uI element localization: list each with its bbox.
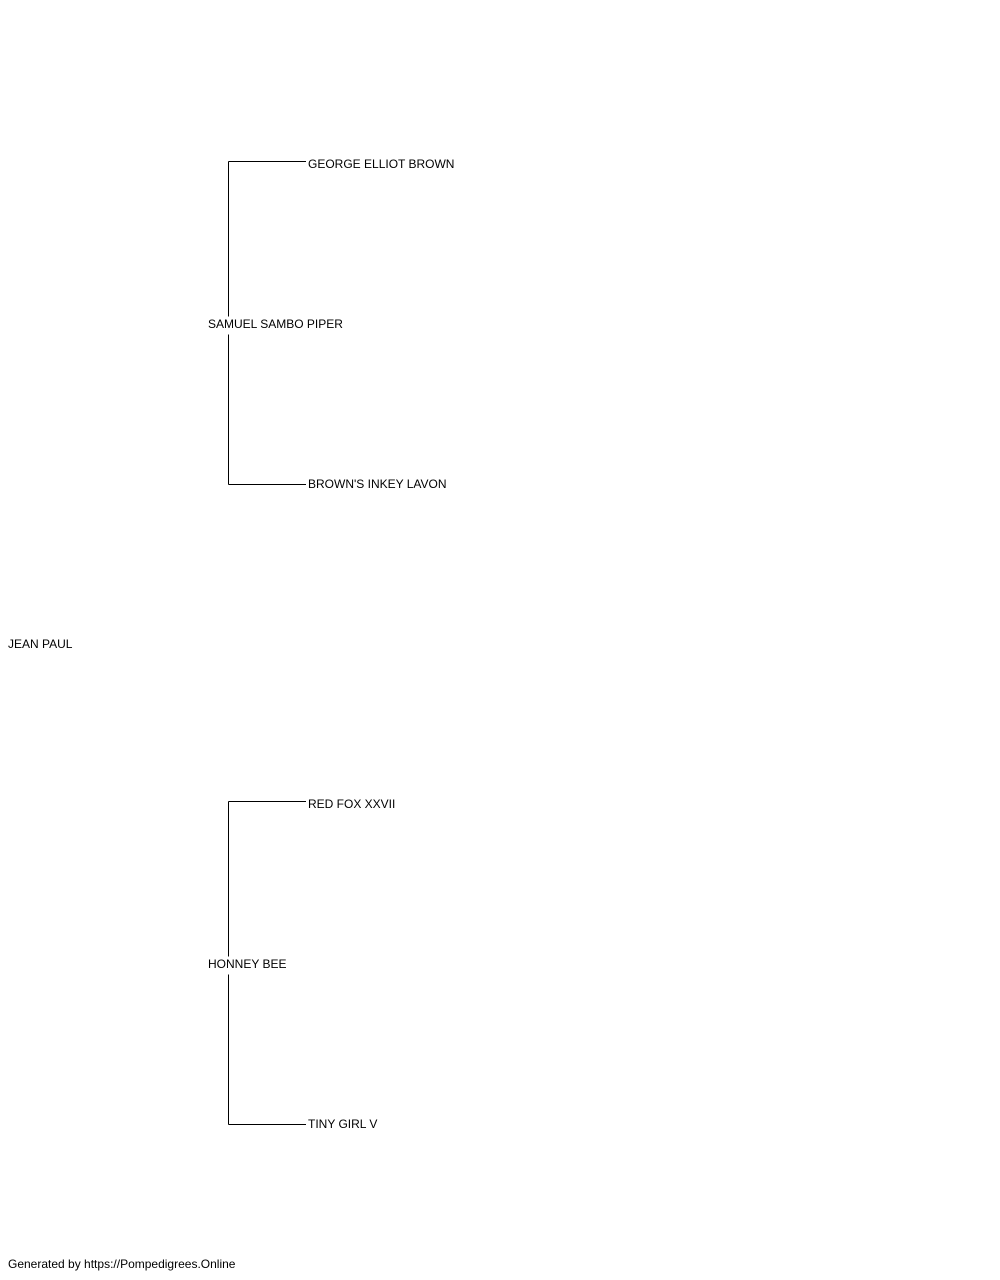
generated-by-footer: Generated by https://Pompedigrees.Online	[8, 1257, 236, 1271]
subject-name: JEAN PAUL	[8, 637, 73, 651]
sire-name: SAMUEL SAMBO PIPER	[208, 317, 343, 331]
dam-name: HONNEY BEE	[208, 957, 287, 971]
sire-sire-name: GEORGE ELLIOT BROWN	[308, 157, 455, 171]
dam-sire-name: RED FOX XXVII	[308, 797, 396, 811]
dam-dam-name: TINY GIRL V	[308, 1117, 378, 1131]
sire-dam-name: BROWN'S INKEY LAVON	[308, 477, 447, 491]
